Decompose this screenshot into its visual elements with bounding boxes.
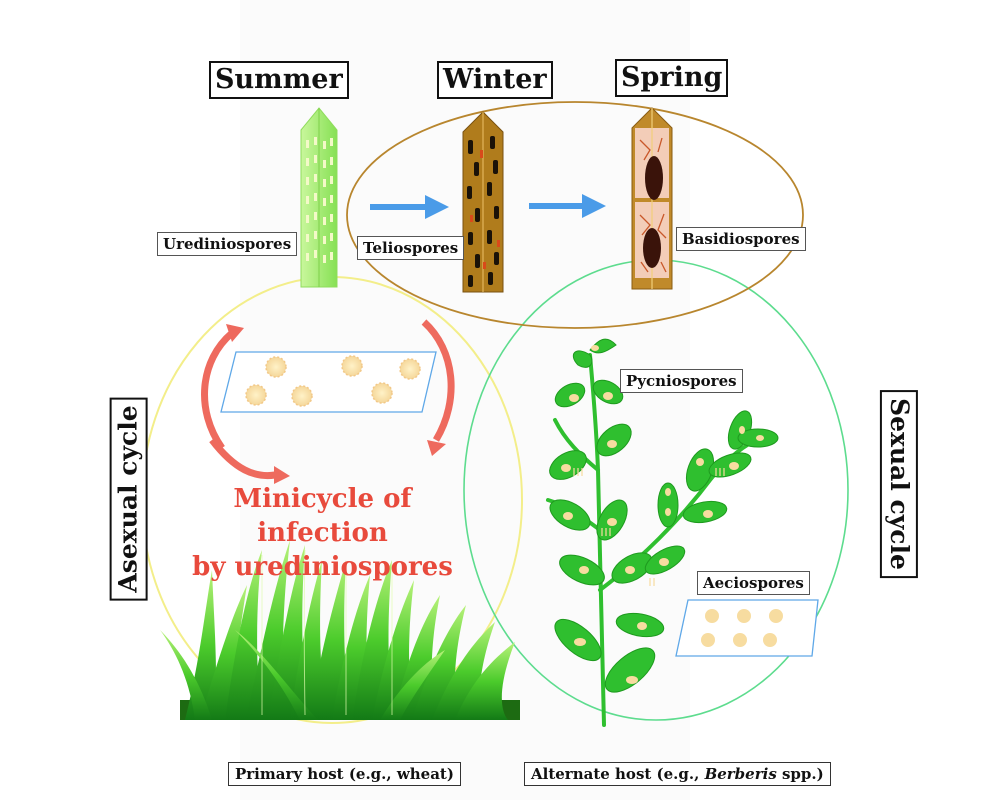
pycniospores-label: Pycniospores <box>620 369 743 393</box>
teliospores-label: Teliospores <box>357 236 465 260</box>
spring-leaf <box>631 107 673 290</box>
alternate-host-prefix: Alternate host (e.g., <box>531 765 705 783</box>
primary-host-label: Primary host (e.g., wheat) <box>228 762 461 786</box>
minicycle-arrows <box>201 319 455 484</box>
urediniospores-label: Urediniospores <box>157 232 298 256</box>
sexual-cycle-label: Sexual cycle <box>879 390 918 578</box>
minicycle-title: Minicycle of infection by urediniospores <box>180 482 465 584</box>
alternate-host-suffix: spp.) <box>776 765 824 783</box>
summer-leaf <box>300 107 338 288</box>
barberry-plant <box>546 338 779 727</box>
spring-label: Spring <box>615 59 729 97</box>
summer-label: Summer <box>209 61 349 99</box>
alternate-host-label: Alternate host (e.g., Berberis spp.) <box>524 762 831 786</box>
wheat-grass <box>160 540 520 720</box>
aeciospore-panel <box>675 599 819 657</box>
winter-spring-ellipse <box>346 101 804 329</box>
urediniospore-panel <box>220 351 437 413</box>
minicycle-line-1: Minicycle of infection <box>233 484 412 548</box>
basidiospores-label: Basidiospores <box>676 227 806 251</box>
asexual-cycle-label: Asexual cycle <box>109 397 148 601</box>
aeciospores-label: Aeciospores <box>697 571 810 595</box>
winter-leaf <box>462 111 504 293</box>
minicycle-line-2: by urediniospores <box>192 552 453 582</box>
alternate-host-genus: Berberis <box>704 765 777 783</box>
winter-label: Winter <box>437 61 553 99</box>
